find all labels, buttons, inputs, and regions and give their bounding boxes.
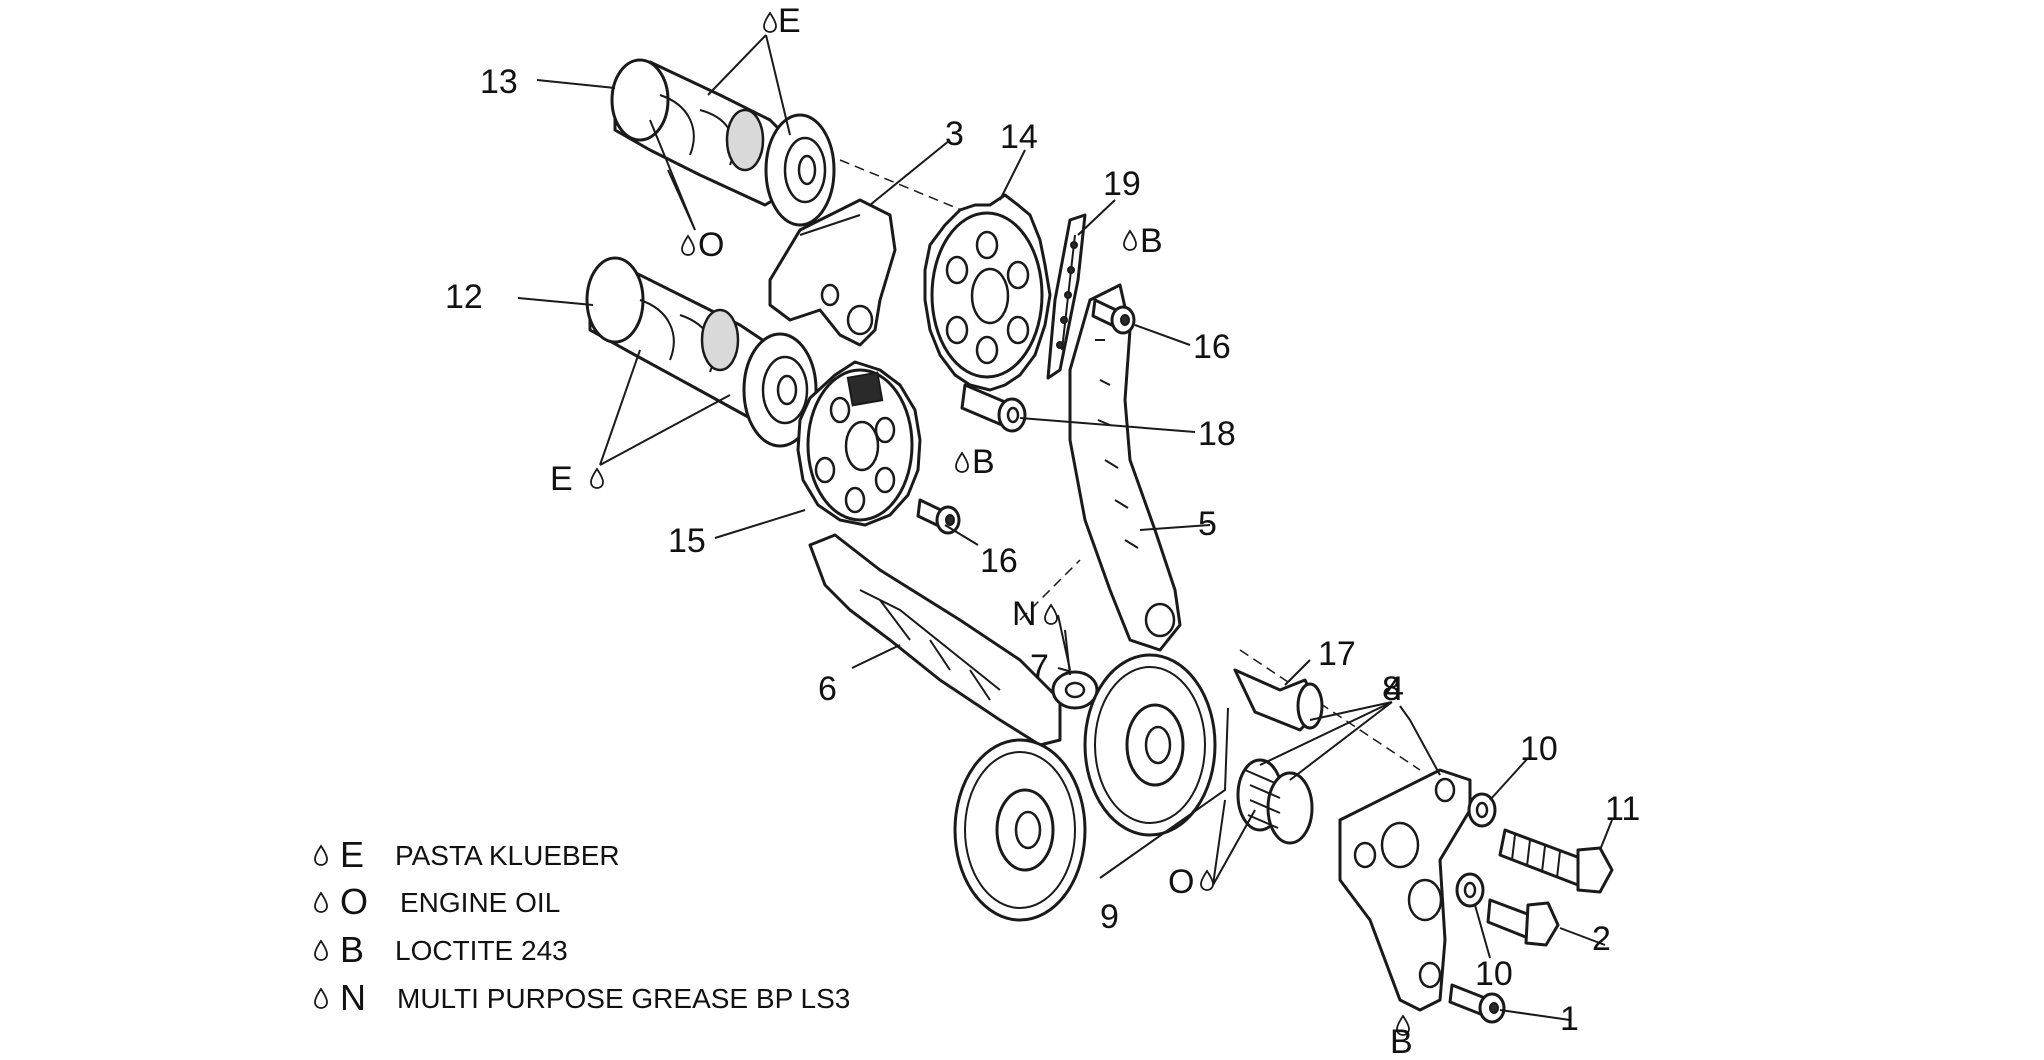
label-part-13: 13 — [480, 63, 518, 101]
callout-b-mid: B — [972, 443, 995, 481]
part-labels: 1 2 3 4 5 6 7 8 9 10 10 11 12 13 14 15 1… — [445, 63, 1640, 1038]
chain-guide-5 — [1068, 283, 1182, 652]
legend-code-e: E — [340, 834, 364, 875]
label-part-9: 9 — [1100, 898, 1119, 936]
label-part-14: 14 — [1000, 118, 1038, 156]
label-part-12: 12 — [445, 278, 483, 316]
legend-text-e: PASTA KLUEBER — [395, 840, 620, 871]
camshaft-upper-13 — [610, 58, 836, 227]
camshaft-lower-12 — [585, 256, 818, 448]
bolt-long-11 — [1498, 828, 1614, 894]
label-part-17: 17 — [1318, 635, 1356, 673]
leader-lines — [517, 34, 1613, 1021]
callout-b-top: B — [1140, 222, 1163, 260]
sprocket-lower-15 — [796, 360, 922, 527]
callout-e-top: E — [778, 2, 801, 40]
label-part-11: 11 — [1605, 790, 1640, 828]
legend-code-o: O — [340, 881, 368, 922]
plate-4 — [1338, 768, 1472, 1012]
label-part-3: 3 — [945, 115, 964, 153]
sprocket-upper-14 — [923, 193, 1052, 392]
screw-16-top — [1091, 298, 1136, 335]
callout-o-cam: O — [698, 226, 724, 264]
label-part-7: 7 — [1030, 648, 1049, 686]
bolt-short-2 — [1486, 898, 1560, 947]
label-part-6: 6 — [818, 670, 837, 708]
label-part-16-upper: 16 — [1193, 328, 1231, 366]
legend-text-b: LOCTITE 243 — [395, 935, 568, 966]
label-part-1: 1 — [1560, 1000, 1579, 1038]
chain-guide-6 — [808, 533, 1062, 747]
callout-o-bearing: O — [1168, 863, 1194, 901]
label-part-8: 8 — [1382, 670, 1401, 708]
label-part-18: 18 — [1198, 415, 1236, 453]
screw-16-mid — [916, 498, 961, 535]
callout-e-left: E — [550, 460, 573, 498]
tensioner-bracket-3 — [768, 198, 897, 347]
pin-17 — [1233, 668, 1324, 732]
label-part-5: 5 — [1198, 505, 1217, 543]
legend: E PASTA KLUEBER O ENGINE OIL B LOCTITE 2… — [340, 834, 850, 1018]
label-part-15: 15 — [668, 522, 706, 560]
callout-letters: E O B E B N O B — [550, 2, 1413, 1060]
callout-b-bottom: B — [1390, 1023, 1413, 1060]
washer-7 — [1051, 670, 1099, 710]
legend-text-n: MULTI PURPOSE GREASE BP LS3 — [397, 983, 850, 1014]
legend-text-o: ENGINE OIL — [400, 887, 560, 918]
screw-1 — [1448, 983, 1506, 1024]
label-part-4: 4 — [1385, 670, 1404, 708]
legend-code-n: N — [340, 977, 366, 1018]
label-part-16-lower: 16 — [980, 542, 1018, 580]
needle-bearing-8 — [1236, 758, 1314, 845]
gear-pair-9 — [953, 653, 1229, 922]
label-part-19: 19 — [1103, 165, 1141, 203]
washers-10 — [1455, 792, 1497, 908]
label-part-10-lower: 10 — [1475, 955, 1513, 993]
timing-chain-19 — [1046, 213, 1087, 380]
callout-n-washer: N — [1012, 595, 1037, 633]
label-part-10-upper: 10 — [1520, 730, 1558, 768]
label-part-2: 2 — [1592, 920, 1611, 958]
legend-code-b: B — [340, 929, 364, 970]
bolt-18 — [960, 383, 1027, 433]
